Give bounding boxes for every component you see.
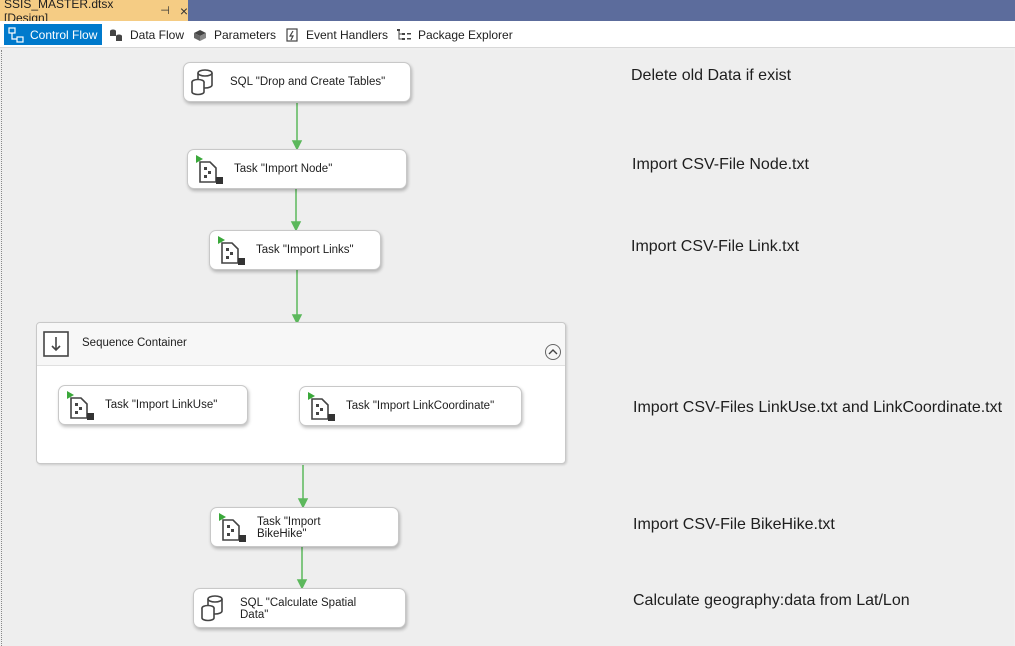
data-flow-task-icon [196, 155, 223, 184]
pin-icon[interactable]: ⊣ [160, 5, 170, 17]
sequence-container-icon [43, 331, 69, 357]
sequence-container-title: Sequence Container [82, 337, 187, 349]
task-label: Task "Import BikeHike" [257, 516, 321, 540]
annotation-import-link[interactable]: Import CSV-File Link.txt [631, 238, 800, 255]
execute-sql-task-icon [201, 595, 223, 622]
arrow-head [291, 314, 303, 325]
annotation-import-linkuse-linkcoordinate[interactable]: Import CSV-Files LinkUse.txt and LinkCoo… [633, 399, 1003, 416]
collapse-button[interactable] [545, 344, 561, 360]
task-import-links[interactable]: Task "Import Links" [209, 230, 381, 270]
annotation-calculate-geography[interactable]: Calculate geography:data from Lat/Lon [633, 592, 910, 609]
parameters-icon [194, 29, 206, 41]
data-flow-task-icon [308, 392, 335, 421]
data-flow-task-icon [67, 391, 94, 420]
data-flow-icon [110, 29, 122, 41]
close-icon[interactable]: × [179, 2, 188, 19]
control-flow-icon [8, 26, 24, 43]
tab-package-explorer[interactable]: Package Explorer [392, 24, 513, 45]
task-label-line: SQL "Calculate Spatial [240, 597, 357, 609]
task-label: SQL "Drop and Create Tables" [230, 76, 386, 88]
task-import-linkcoordinate[interactable]: Task "Import LinkCoordinate" [299, 386, 522, 426]
event-handlers-icon [286, 27, 298, 42]
tab-parameters[interactable]: Parameters [188, 24, 276, 45]
tab-event-handlers[interactable]: Event Handlers [280, 24, 388, 45]
execute-sql-task-icon [191, 69, 213, 96]
tab-label: Event Handlers [306, 27, 389, 42]
annotation-import-bikehike[interactable]: Import CSV-File BikeHike.txt [633, 516, 835, 533]
task-import-bikehike[interactable]: Task "Import BikeHike" [210, 507, 399, 547]
sequence-container-header[interactable]: Sequence Container [37, 323, 565, 366]
task-label-line: Data" [240, 609, 269, 621]
arrow-head [290, 221, 302, 232]
task-label: Task "Import LinkUse" [105, 399, 218, 411]
arrow-head [291, 140, 303, 151]
tab-data-flow[interactable]: Data Flow [104, 24, 184, 45]
tab-control-flow[interactable]: Control Flow [4, 24, 102, 45]
annotation-import-node[interactable]: Import CSV-File Node.txt [632, 156, 809, 173]
arrow-head [296, 579, 308, 590]
task-label: SQL "Calculate Spatial Data" [240, 597, 356, 621]
task-label: Task "Import Links" [256, 244, 354, 256]
package-explorer-icon [397, 28, 411, 40]
task-import-node[interactable]: Task "Import Node" [187, 149, 407, 189]
task-label-line: BikeHike" [257, 528, 307, 540]
task-label: Task "Import Node" [234, 163, 333, 175]
data-flow-task-icon [219, 513, 246, 542]
task-import-linkuse[interactable]: Task "Import LinkUse" [58, 385, 248, 425]
arrow-head [297, 498, 309, 509]
task-label-line: Task "Import [257, 516, 321, 528]
tab-label: Package Explorer [418, 27, 513, 42]
tab-label: Data Flow [130, 27, 185, 42]
designer-toolbar: Control Flow Data Flow Parameters Event … [0, 21, 1015, 48]
tab-label: Control Flow [30, 27, 98, 42]
sql-task-drop-create-tables[interactable]: SQL "Drop and Create Tables" [183, 62, 411, 102]
task-label: Task "Import LinkCoordinate" [346, 400, 495, 412]
chevron-up-icon [548, 349, 558, 355]
sql-task-calculate-spatial-data[interactable]: SQL "Calculate Spatial Data" [193, 588, 406, 628]
tab-label: Parameters [214, 27, 277, 42]
data-flow-task-icon [218, 236, 245, 265]
annotation-delete-old-data[interactable]: Delete old Data if exist [631, 67, 792, 84]
